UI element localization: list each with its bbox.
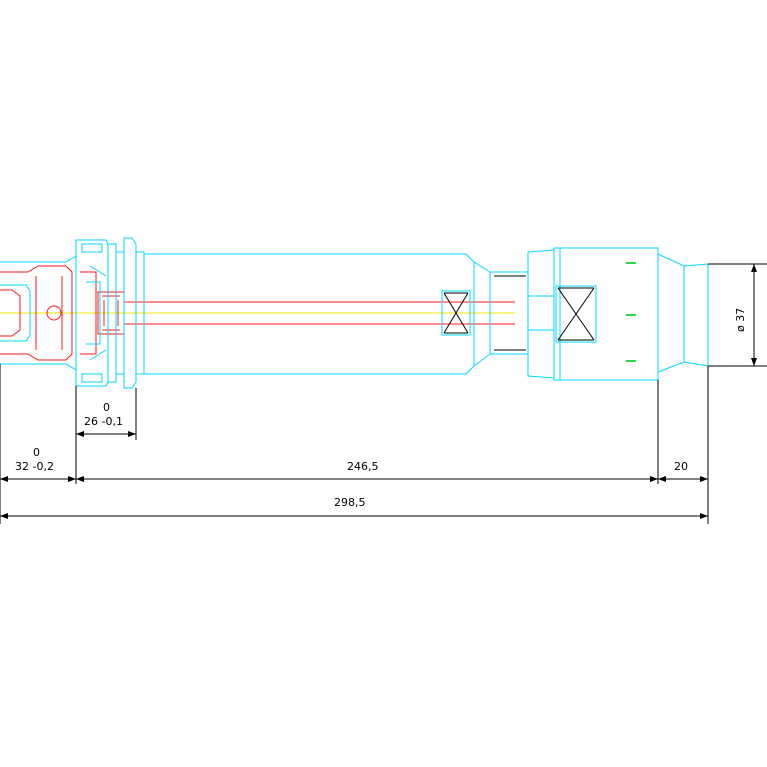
dim-end-length: 20 [674, 460, 688, 473]
dim-shank-upper: 0 [33, 446, 40, 459]
markers [626, 262, 636, 362]
dimension-overall [0, 513, 708, 519]
dim-overall-length: 298,5 [334, 496, 366, 509]
dimension-diameter [708, 263, 767, 367]
shank-body [143, 253, 529, 375]
dim-body-length: 246,5 [347, 460, 379, 473]
dim-diameter: ø 37 [734, 308, 747, 332]
dim-shank-lower: 32 -0,2 [15, 460, 54, 473]
coupling-right [527, 247, 709, 381]
dimension-chain [0, 364, 709, 524]
dim-collar-upper: 0 [103, 401, 110, 414]
dim-collar-lower: 26 -0,1 [84, 415, 123, 428]
holder-left [0, 237, 145, 389]
